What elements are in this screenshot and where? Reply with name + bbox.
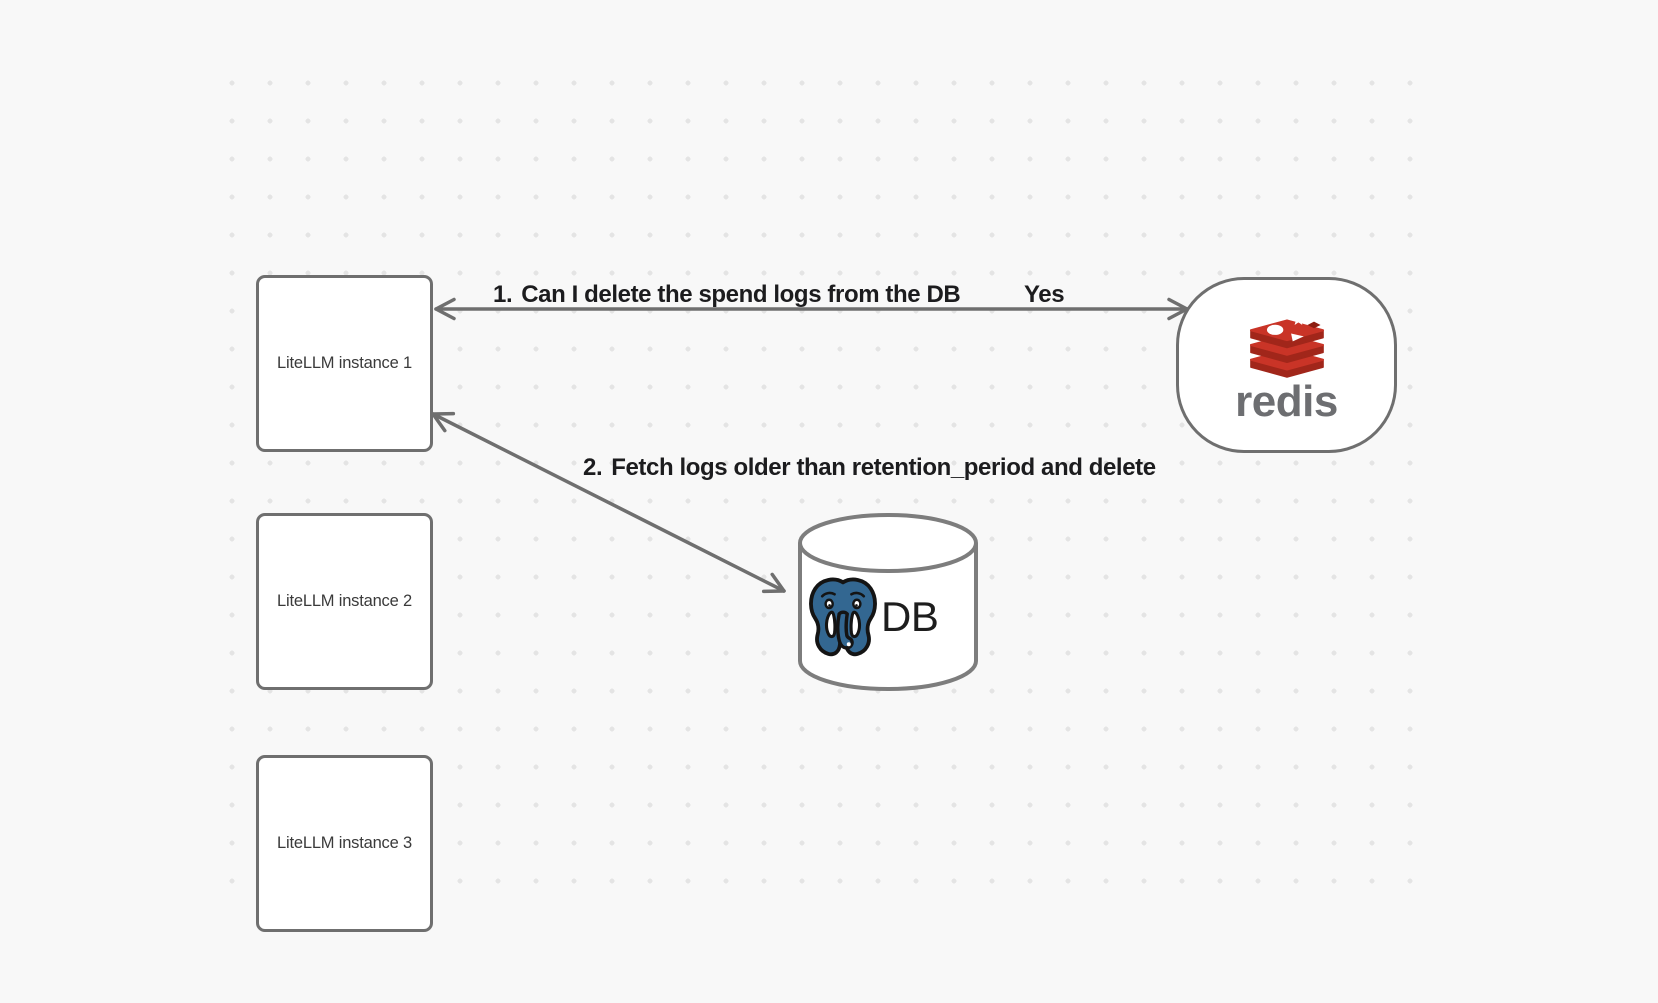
redis-logo-icon — [1249, 312, 1324, 378]
db-node-content: DB — [806, 577, 939, 657]
node-litellm-instance-1: LiteLLM instance 1 — [256, 275, 433, 452]
node-database-cylinder — [798, 513, 978, 691]
redis-wordmark: redis — [1235, 376, 1338, 426]
node-litellm-instance-2: LiteLLM instance 2 — [256, 513, 433, 690]
node-litellm-instance-2-label: LiteLLM instance 2 — [277, 592, 412, 610]
edge-2-label: 2. Fetch logs older than retention_perio… — [583, 455, 1156, 481]
edge-2-number: 2. — [583, 454, 603, 481]
node-litellm-instance-3-label: LiteLLM instance 3 — [277, 834, 412, 852]
postgresql-elephant-icon — [809, 577, 877, 657]
edge-1-response-text: Yes — [1024, 281, 1065, 308]
edge-1-response: Yes — [1024, 281, 1065, 308]
edge-1-text: Can I delete the spend logs from the DB — [521, 281, 961, 308]
edge-2-text: Fetch logs older than retention_period a… — [611, 454, 1156, 481]
edge-1-number: 1. — [493, 281, 513, 308]
db-label: DB — [881, 593, 939, 640]
node-litellm-instance-3: LiteLLM instance 3 — [256, 755, 433, 932]
node-litellm-instance-1-label: LiteLLM instance 1 — [277, 354, 412, 372]
edge-1-label: 1. Can I delete the spend logs from the … — [493, 281, 961, 308]
node-redis: redis — [1176, 277, 1397, 453]
